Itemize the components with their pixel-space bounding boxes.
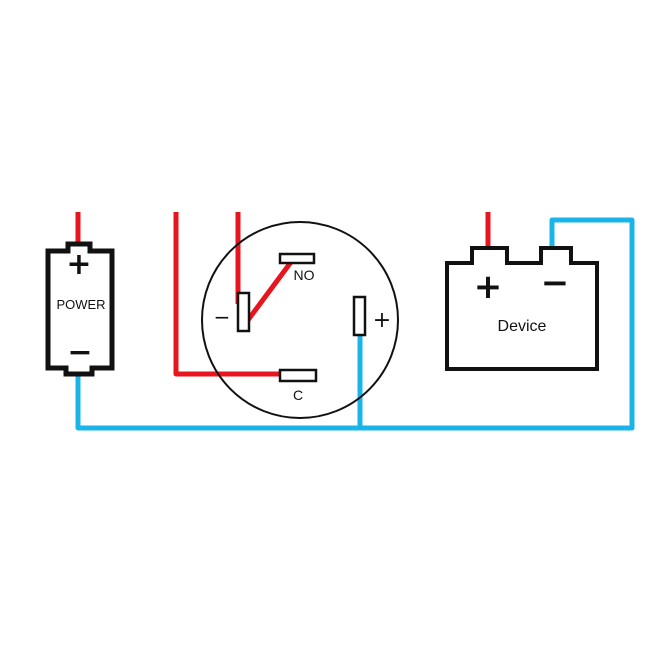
positive-wires <box>75 212 491 377</box>
power-minus-symbol: − <box>67 335 92 370</box>
ground-bus-wire <box>75 217 635 431</box>
switch-plus-label: + <box>373 308 391 333</box>
switch-c-terminal <box>278 368 318 383</box>
switch: NO C − + <box>201 221 399 419</box>
switch-minus-terminal <box>236 291 251 333</box>
device-label: Device <box>498 318 547 335</box>
power-supply: + POWER − <box>45 241 115 377</box>
switch-no-terminal <box>278 252 316 265</box>
power-label: POWER <box>56 297 105 312</box>
switch-no-label: NO <box>294 267 315 283</box>
device: + − Device <box>445 246 599 371</box>
switch-plus-terminal <box>352 295 367 337</box>
power-body <box>45 241 115 377</box>
device-body <box>445 246 599 371</box>
device-plus-symbol: + <box>474 267 503 307</box>
switch-body <box>201 221 399 419</box>
power-plus-symbol: + <box>66 247 91 282</box>
switch-c-label: C <box>293 387 303 403</box>
switch-minus-label: − <box>214 305 231 329</box>
switch-contact-wire <box>245 256 297 322</box>
switch-common-wire <box>173 212 286 377</box>
device-minus-symbol: − <box>541 263 570 303</box>
